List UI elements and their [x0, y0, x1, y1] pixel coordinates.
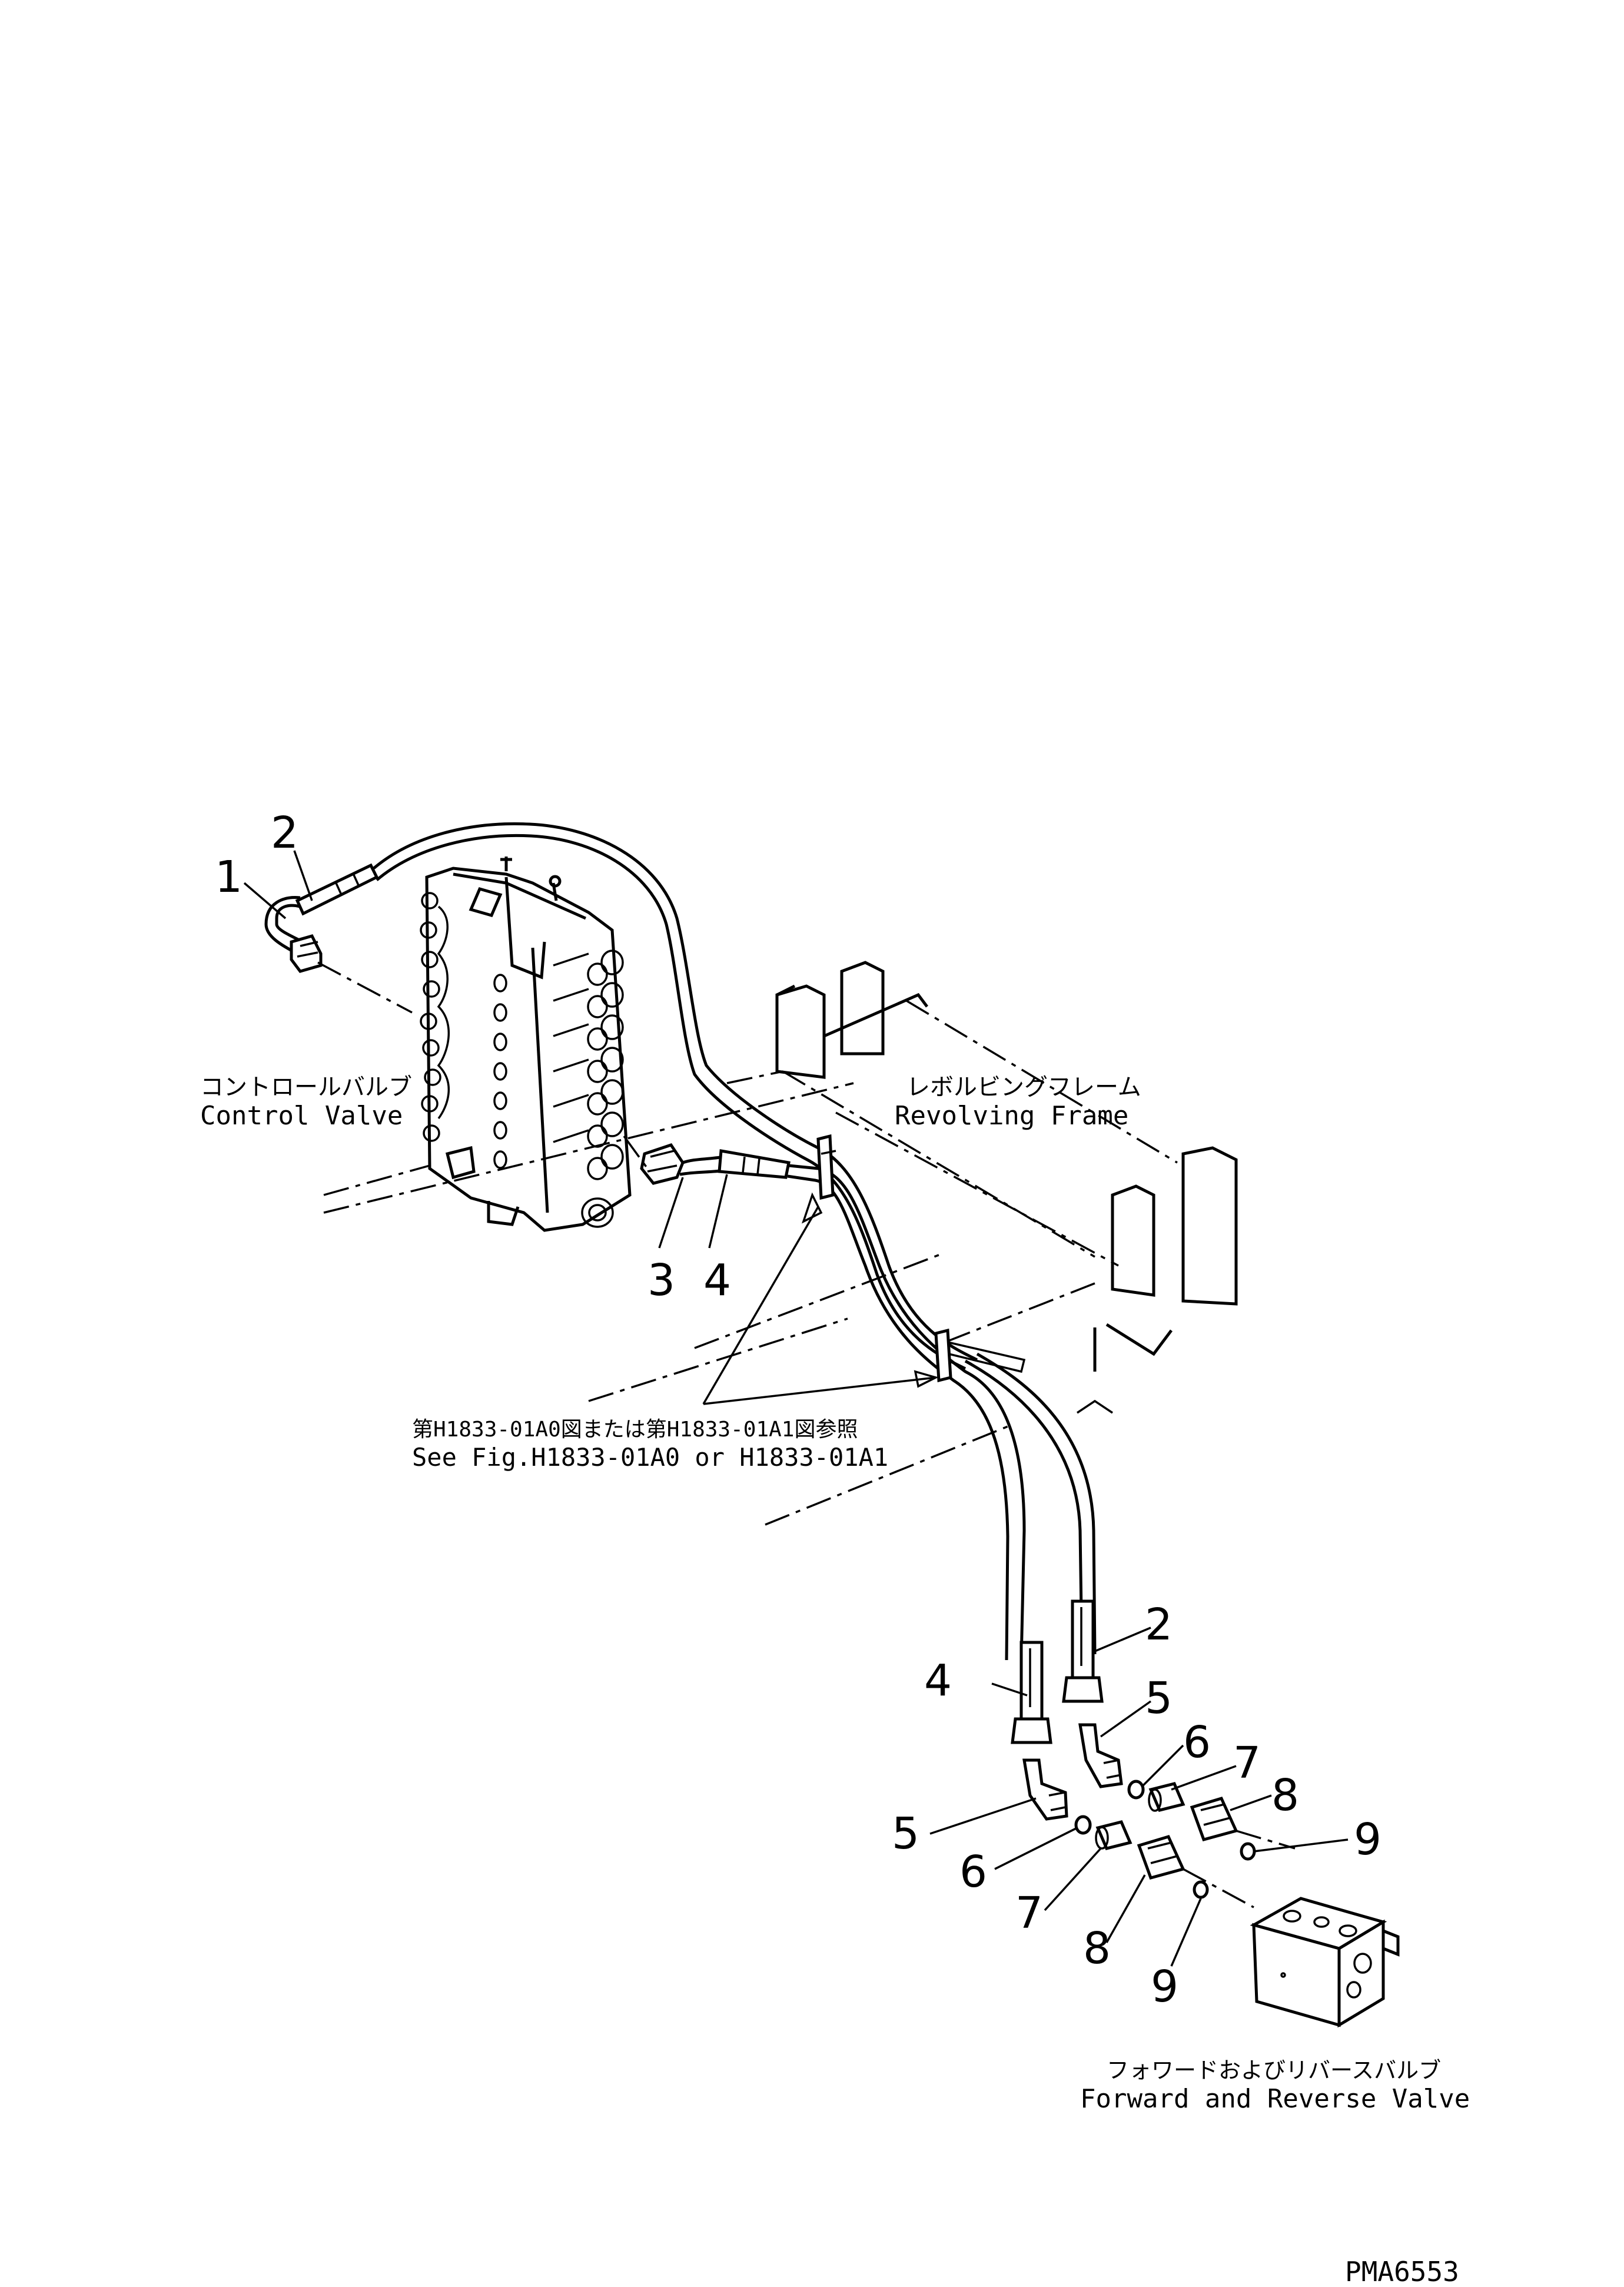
fr-valve-jp-label: フォワードおよびリバースバルブ	[1107, 2057, 1441, 2083]
callout-numbers: 1 2 3 4 2 4 5 6 7 8 9 5 6 7 8 9	[215, 808, 1381, 2012]
revolving-frame-outline	[323, 961, 1238, 1526]
callout-9-right: 9	[1354, 1814, 1381, 1865]
text-labels: コントロールバルブ Control Valve レボルビングフレーム Revol…	[200, 1074, 1470, 2287]
control-valve-en-label: Control Valve	[200, 1101, 403, 1131]
callout-8-left: 8	[1083, 1923, 1111, 1974]
callout-1: 1	[215, 852, 243, 902]
callout-4-low: 4	[924, 1655, 952, 1706]
leader-lines	[243, 850, 1349, 1967]
callout-6-right: 6	[1183, 1717, 1211, 1768]
drawing-code: PMA6553	[1345, 2256, 1459, 2287]
see-figure-jp-label: 第H1833-01A0図または第H1833-01A1図参照	[412, 1418, 858, 1442]
revolving-frame-jp-label: レボルビングフレーム	[906, 1074, 1141, 1101]
callout-2-low: 2	[1145, 1599, 1173, 1650]
callout-4-mid: 4	[703, 1255, 731, 1306]
control-valve	[323, 857, 632, 1232]
fr-valve-en-label: Forward and Reverse Valve	[1080, 2084, 1470, 2114]
forward-reverse-valve	[1250, 1897, 1400, 2028]
callout-6-left: 6	[959, 1847, 987, 1897]
control-valve-jp-label: コントロールバルブ	[200, 1074, 412, 1101]
see-figure-en-label: See Fig.H1833-01A0 or H1833-01A1	[412, 1443, 888, 1472]
pipe-and-hose-mid	[623, 1134, 1097, 1661]
callout-5-left: 5	[892, 1808, 919, 1859]
callout-3: 3	[647, 1255, 675, 1306]
revolving-frame-en-label: Revolving Frame	[895, 1101, 1128, 1131]
callout-7-right: 7	[1233, 1738, 1261, 1788]
callout-7-left: 7	[1015, 1888, 1043, 1939]
callout-9-left: 9	[1151, 1961, 1178, 2012]
callout-8-right: 8	[1271, 1770, 1299, 1821]
lower-fittings	[1011, 1599, 1296, 1908]
pipe-and-hose-top	[264, 822, 978, 1370]
callout-2-top: 2	[271, 808, 298, 858]
callout-5-right: 5	[1145, 1673, 1173, 1724]
